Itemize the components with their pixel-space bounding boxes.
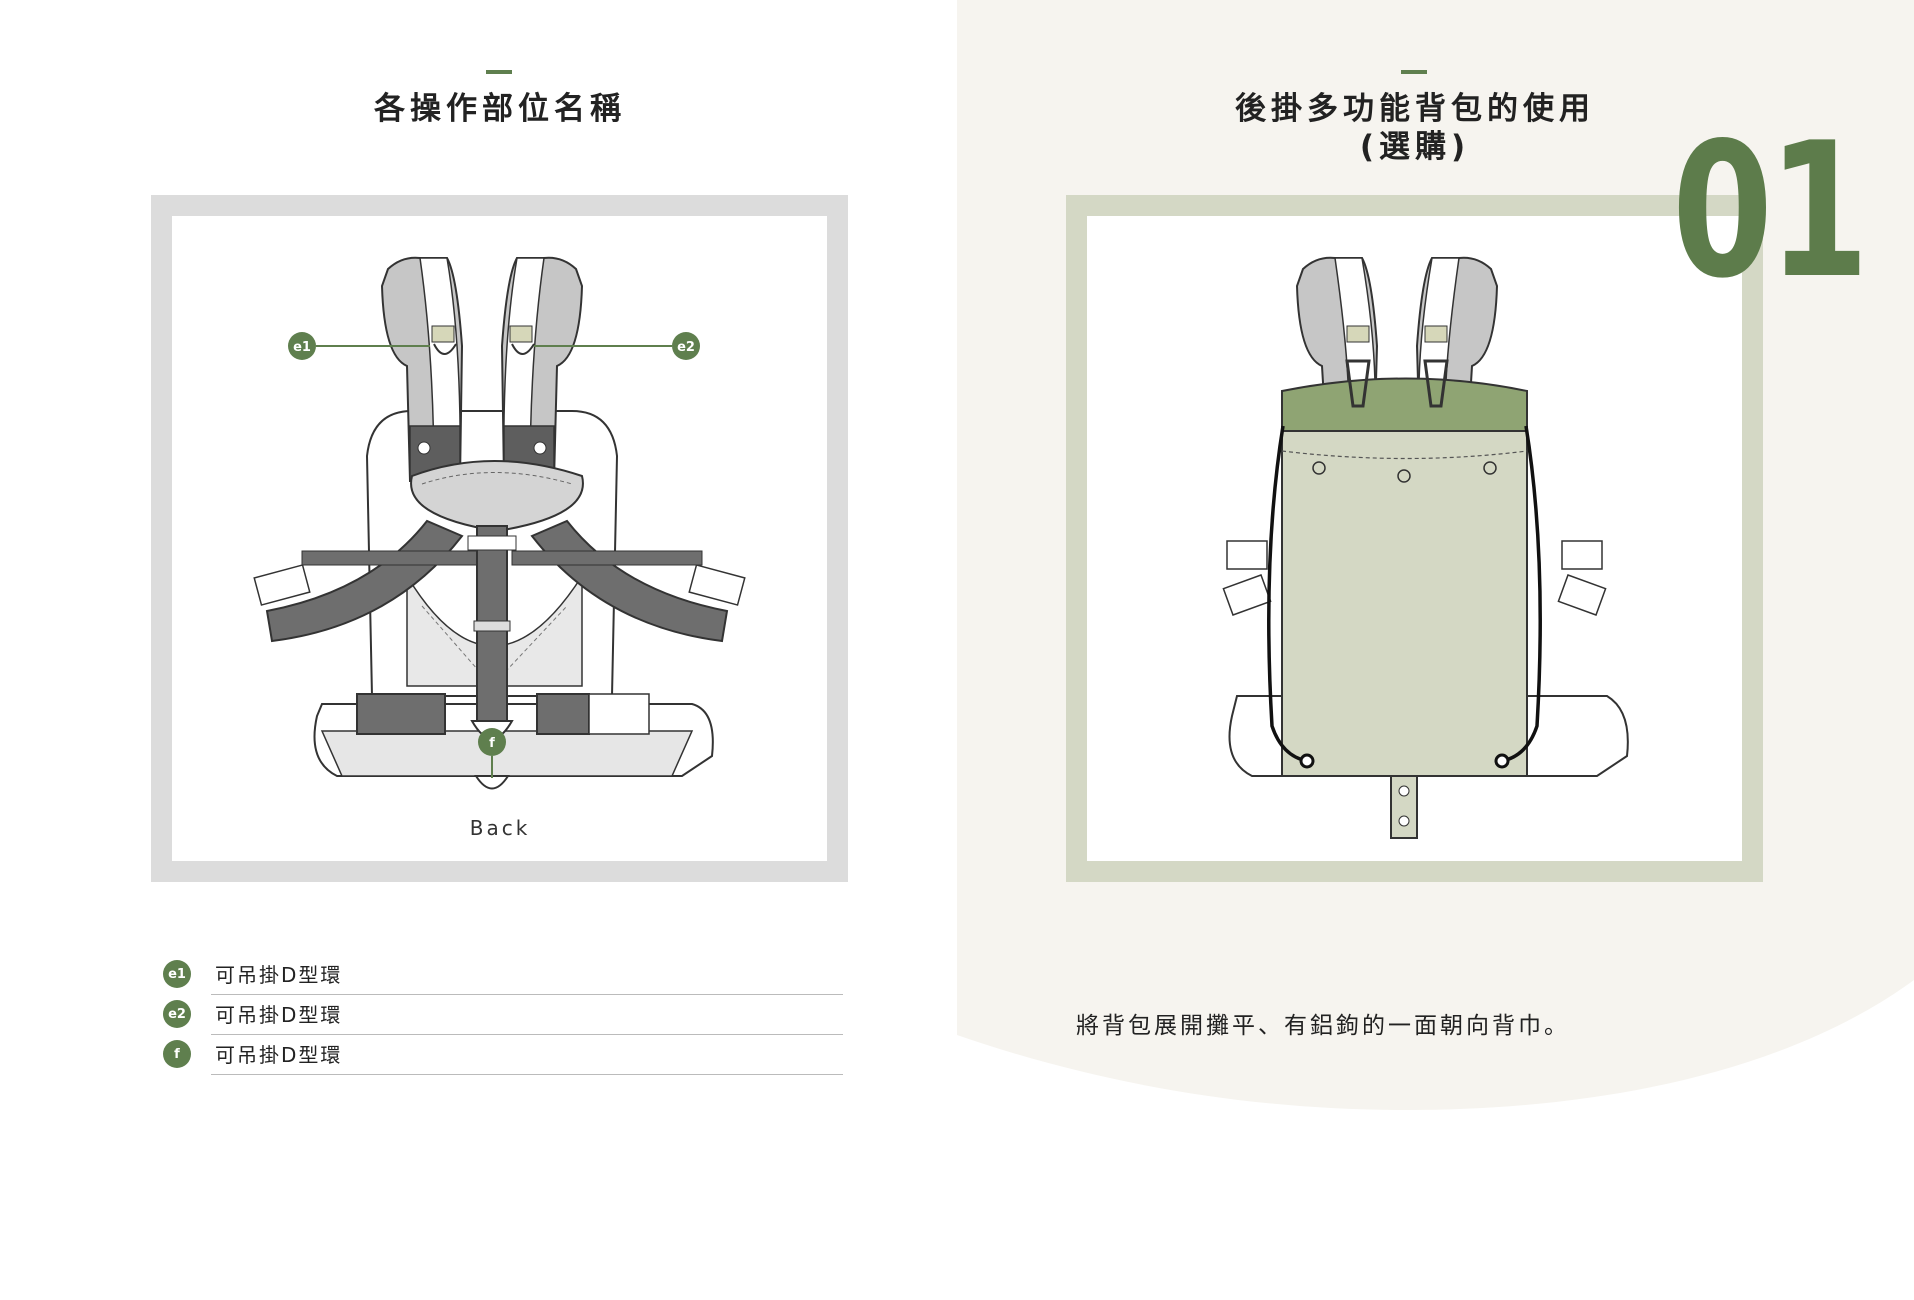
legend-text: 可吊掛D型環 xyxy=(215,1003,343,1027)
heading-accent-line xyxy=(1401,70,1427,74)
step-description: 將背包展開攤平、有鋁鉤的一面朝向背巾。 xyxy=(1076,1013,1570,1039)
back-caption: Back xyxy=(469,816,531,840)
carrier-back-illustration-frame: e1 e2 f xyxy=(151,195,848,882)
callout-f: f xyxy=(489,736,495,751)
legend-divider xyxy=(211,994,843,995)
backpack-heading: 後掛多功能背包的使用 (選購) xyxy=(1180,90,1650,166)
legend-text: 可吊掛D型環 xyxy=(215,963,343,987)
legend-badge-e1: e1 xyxy=(163,960,191,988)
callout-e2: e2 xyxy=(677,340,695,355)
legend-text: 可吊掛D型環 xyxy=(215,1043,343,1067)
legend-divider xyxy=(211,1034,843,1035)
backpack-heading-line2: (選購) xyxy=(1359,129,1471,165)
carrier-back-illustration: e1 e2 f xyxy=(253,256,746,790)
step-number: 01 xyxy=(1672,102,1869,319)
backpack-heading-line1: 後掛多功能背包的使用 xyxy=(1235,91,1595,127)
legend-item: e2 可吊掛D型環 xyxy=(163,995,843,1035)
legend-item: f 可吊掛D型環 xyxy=(163,1035,843,1075)
parts-heading: 各操作部位名稱 xyxy=(374,91,626,127)
legend-item: e1 可吊掛D型環 xyxy=(163,955,843,995)
backpack-illustration-frame xyxy=(1066,195,1763,882)
heading-accent-line xyxy=(486,70,512,74)
legend-badge-f: f xyxy=(163,1040,191,1068)
callout-e1: e1 xyxy=(293,340,311,355)
legend-badge-e2: e2 xyxy=(163,1000,191,1028)
parts-legend: e1 可吊掛D型環 e2 可吊掛D型環 f 可吊掛D型環 xyxy=(163,955,843,1075)
backpack-illustration xyxy=(1222,256,1629,839)
legend-divider xyxy=(211,1074,843,1075)
